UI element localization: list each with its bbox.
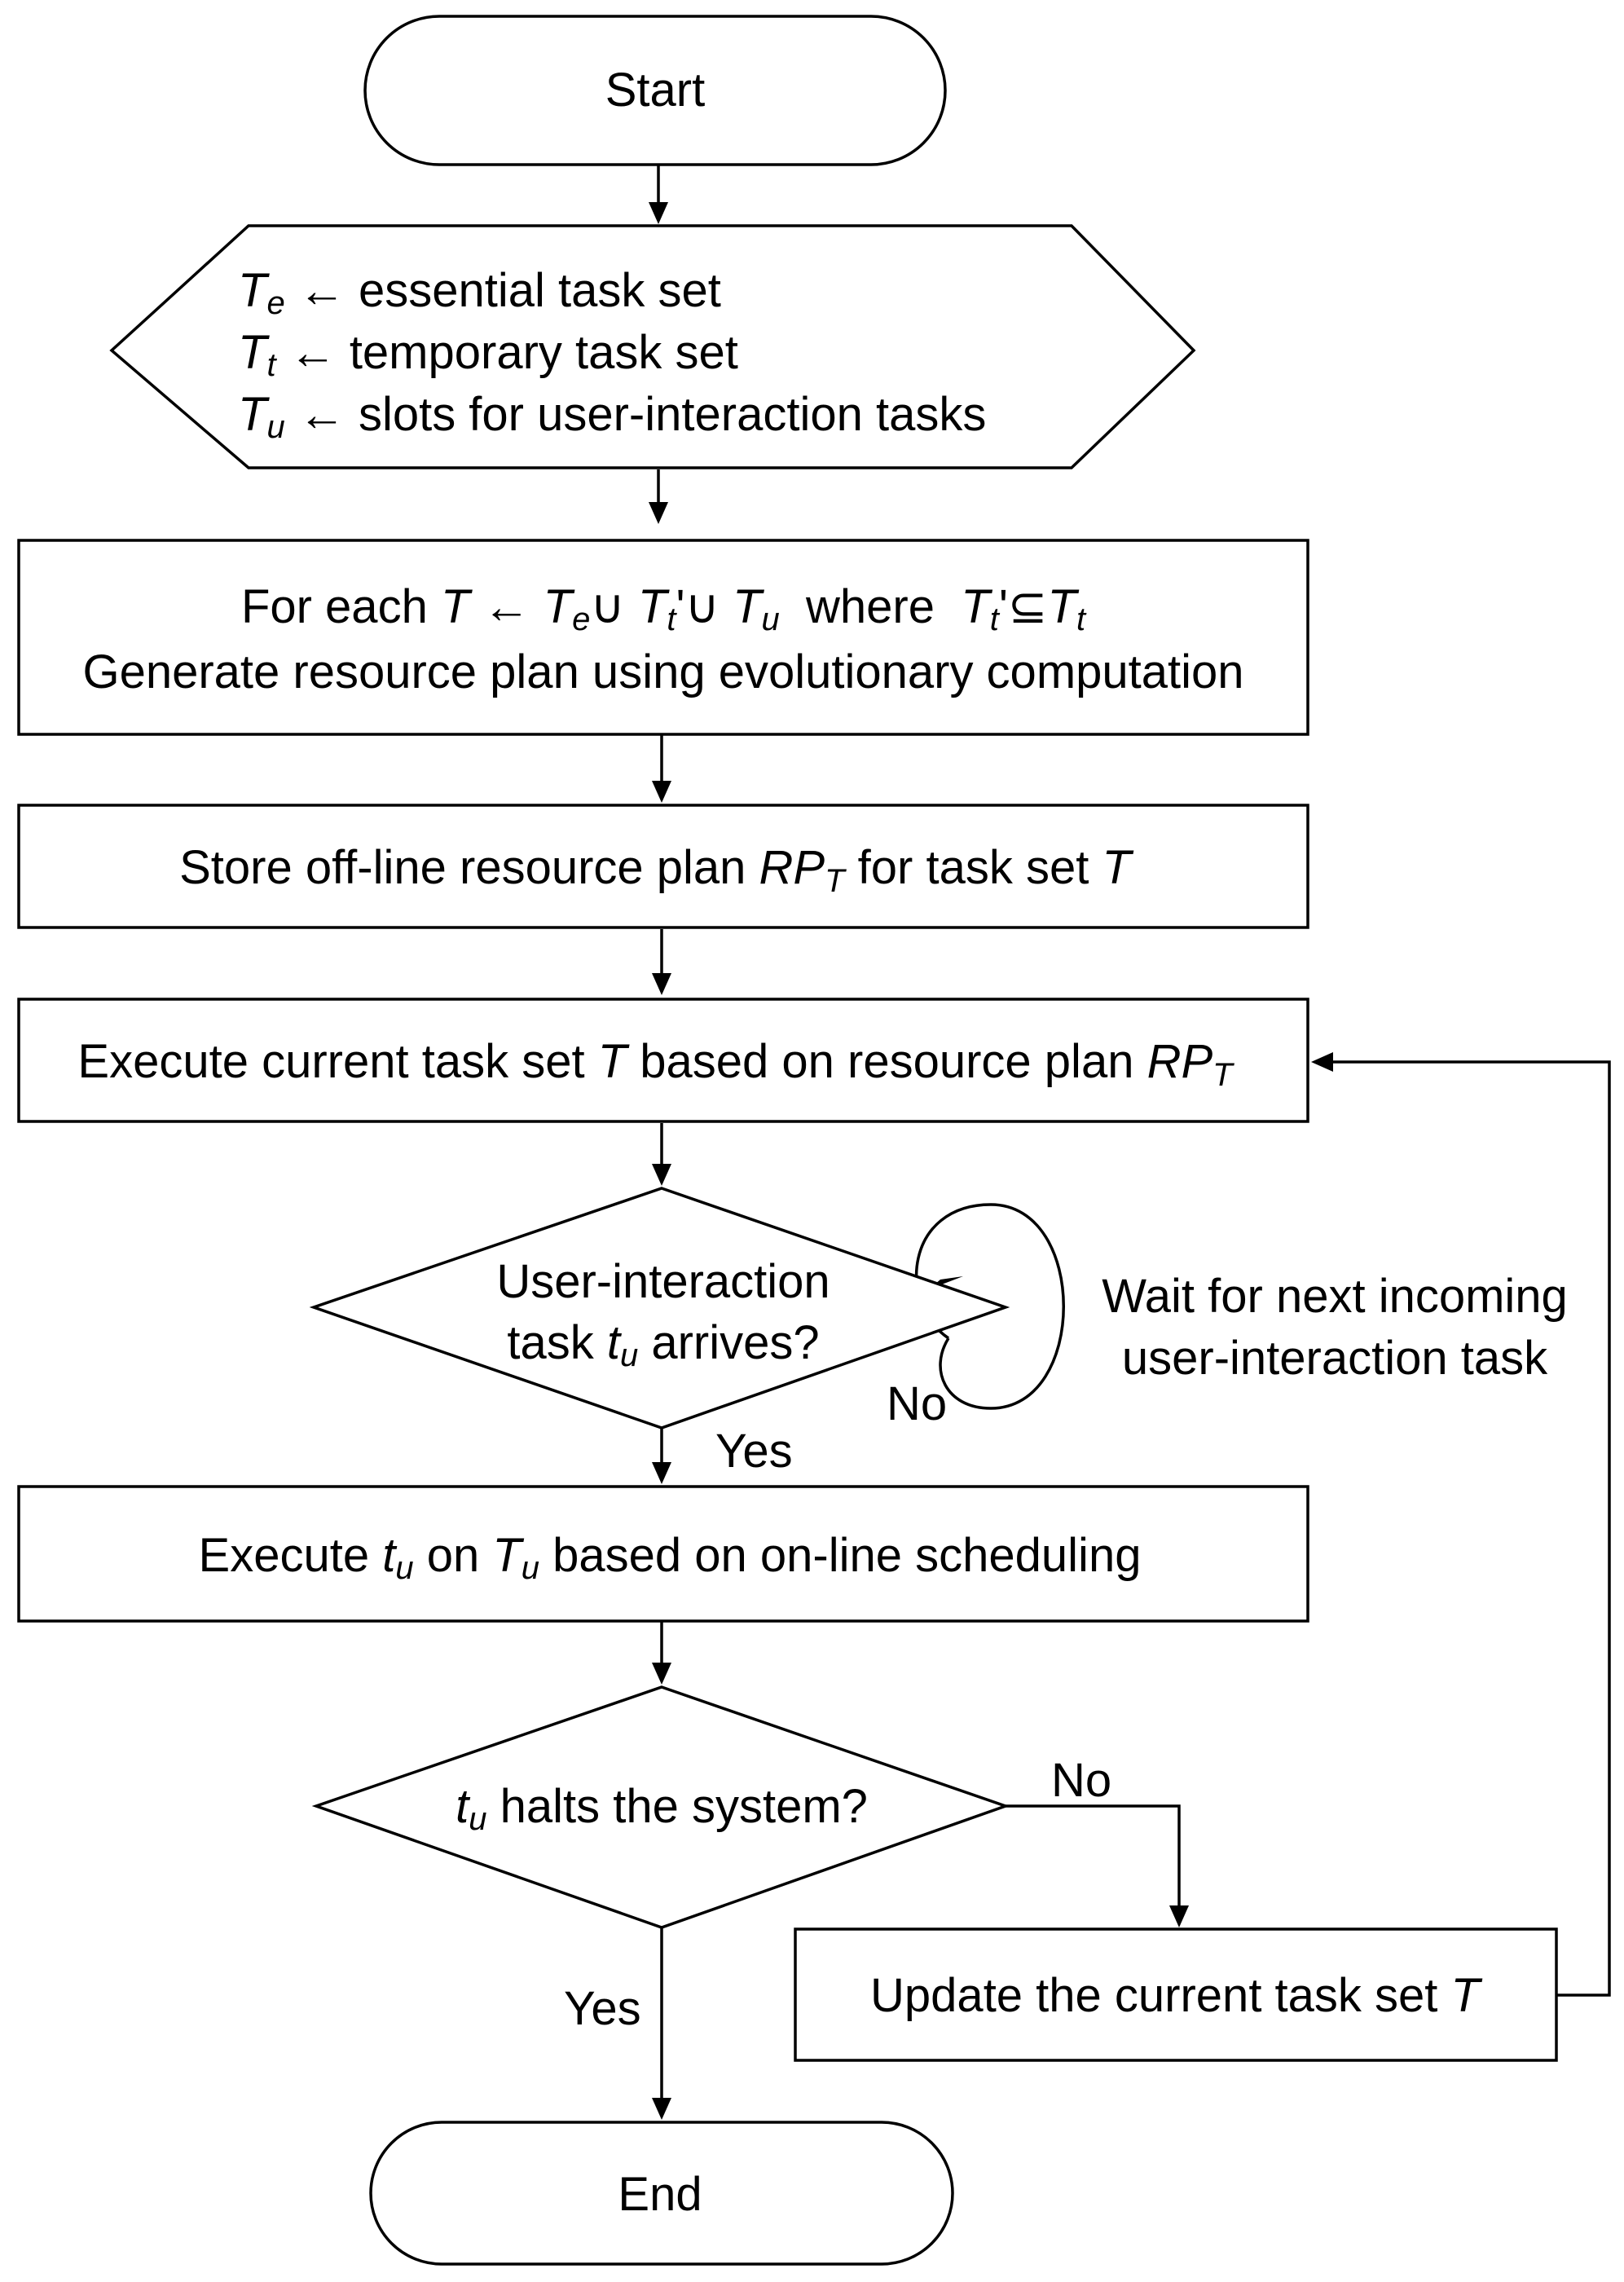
- arrowhead-store-to-execute: [652, 973, 671, 995]
- arrowhead-executetu-to-halt: [652, 1663, 671, 1685]
- arrowhead-init-to-generate: [649, 502, 668, 524]
- connector-update-loop: [1333, 1060, 1611, 1997]
- arrowhead-arrival-yes: [652, 1462, 671, 1484]
- execute-tu-process: [17, 1485, 1309, 1623]
- execute-current-label: Execute current task set T based on reso…: [77, 1035, 1235, 1093]
- arrival-yes-label: Yes: [715, 1425, 793, 1478]
- init-line-2: Tt ← temporary task set: [238, 326, 738, 383]
- arrowhead-update-loop: [1311, 1052, 1333, 1072]
- end-terminal: [369, 2121, 954, 2266]
- start-label: Start: [605, 64, 706, 117]
- arrival-line-2: task tu arrives?: [507, 1316, 819, 1373]
- update-process: [794, 1927, 1558, 2062]
- arrowhead-generate-to-store: [652, 781, 671, 803]
- end-label: End: [618, 2168, 702, 2221]
- generate-line-1: For each T ← Te∪ Tt'∪ Tu where Tt'⊆Tt: [241, 580, 1087, 637]
- execute-current-process: [17, 998, 1309, 1123]
- generate-line-2: Generate resource plan using evolutionar…: [82, 645, 1243, 698]
- halt-decision: [311, 1685, 1010, 1929]
- halt-yes-label: Yes: [564, 1982, 641, 2035]
- arrowhead-execute-to-arrival: [652, 1164, 671, 1186]
- update-label: Update the current task set T: [870, 1969, 1482, 2022]
- generate-process: [17, 539, 1309, 736]
- wait-line-2: user-interaction task: [1122, 1332, 1548, 1385]
- connector-halt-no: [1006, 1804, 1181, 1905]
- execute-tu-label: Execute tu on Tu based on on-line schedu…: [199, 1529, 1142, 1586]
- init-line-3: Tu ← slots for user-interaction tasks: [238, 388, 986, 445]
- init-hexagon: [109, 224, 1196, 469]
- halt-label: tu halts the system?: [456, 1780, 868, 1837]
- arrival-line-1: User-interaction: [496, 1255, 830, 1308]
- store-process: [17, 804, 1309, 929]
- arrowhead-halt-yes: [652, 2098, 671, 2120]
- arrowhead-start-to-init: [649, 202, 668, 224]
- init-line-1: Te ← essential task set: [238, 264, 721, 321]
- halt-no-label: No: [1051, 1754, 1111, 1807]
- wait-loop: [915, 1203, 1065, 1410]
- wait-line-1: Wait for next incoming: [1102, 1270, 1568, 1323]
- arrival-decision: [309, 1187, 1010, 1430]
- start-terminal: [363, 15, 947, 166]
- arrowhead-halt-no: [1169, 1905, 1189, 1927]
- store-label: Store off-line resource plan RPT for tas…: [179, 841, 1133, 899]
- arrival-no-label: No: [887, 1377, 947, 1430]
